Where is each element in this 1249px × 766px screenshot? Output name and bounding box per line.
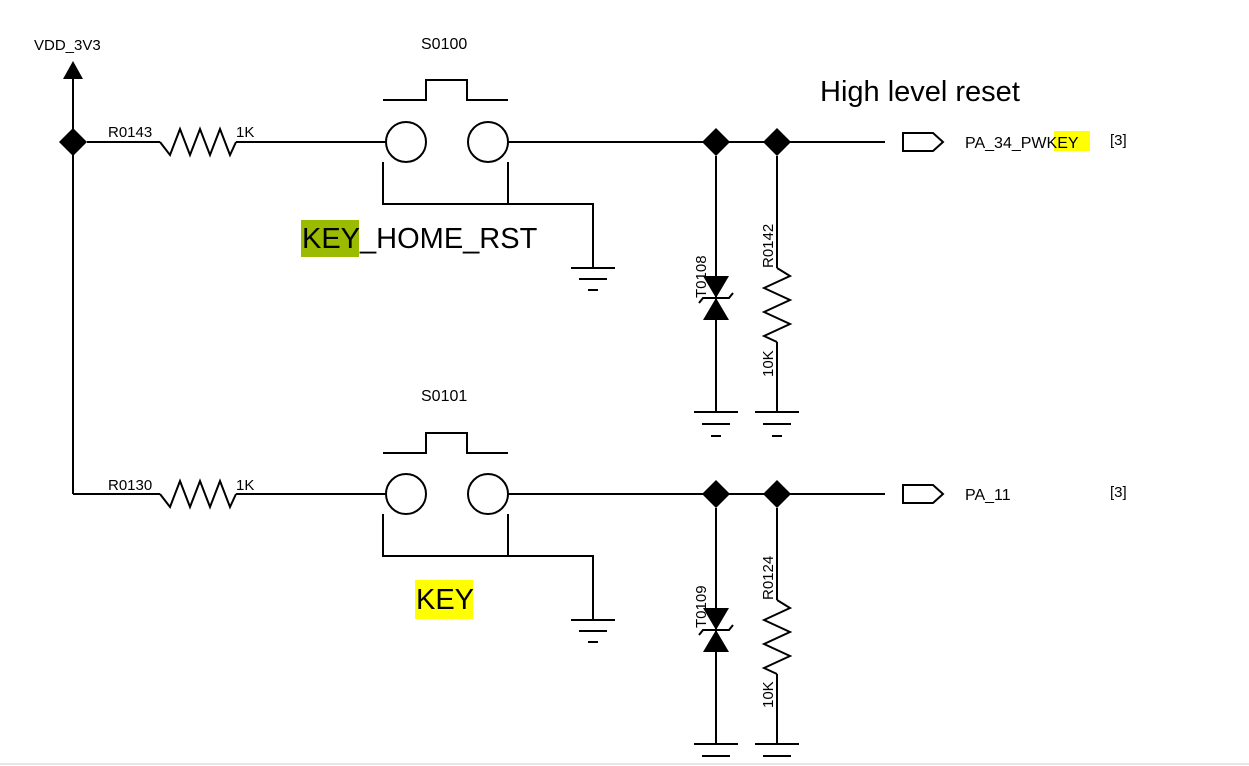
resistor-r0143-symbol xyxy=(159,126,237,158)
resistor-r0130-ref: R0130 xyxy=(108,477,152,494)
resistor-r0130-value: 1K xyxy=(236,477,254,494)
resistor-r0142-symbol xyxy=(761,156,793,412)
tvs-t0109-symbol xyxy=(698,508,734,744)
junction-dot xyxy=(763,480,791,508)
resistor-r0124-value: 10K xyxy=(760,681,777,708)
resistor-r0143-ref: R0143 xyxy=(108,124,152,141)
junction-dot xyxy=(59,128,87,156)
tvs-t0108-symbol xyxy=(698,156,734,412)
net-pa11-page-ref: [3] xyxy=(1110,484,1127,501)
highlight-mark xyxy=(301,220,359,257)
ground-symbol xyxy=(571,267,615,291)
ground-symbol xyxy=(755,743,799,757)
net-pa11-label: PA_11 xyxy=(965,487,1011,504)
junction-dot xyxy=(702,128,730,156)
highlight-mark xyxy=(415,580,473,619)
ground-symbol xyxy=(694,743,738,757)
vdd-label: VDD_3V3 xyxy=(34,37,101,54)
tvs-t0109-ref: T0109 xyxy=(693,585,710,628)
switch-s0101-symbol xyxy=(382,432,594,620)
vdd-power-symbol xyxy=(63,61,83,134)
ground-symbol xyxy=(755,411,799,437)
net-pa34-label: PA_34_PWKEY xyxy=(965,135,1079,152)
ground-symbol xyxy=(571,619,615,643)
junction-dot xyxy=(702,480,730,508)
switch-s0101-ref: S0101 xyxy=(421,388,467,405)
net-pa34-page-ref: [3] xyxy=(1110,132,1127,149)
switch-s0100-caption: KEY_HOME_RST xyxy=(302,223,538,255)
switch-s0100-ref: S0100 xyxy=(421,36,467,53)
tvs-t0108-ref: T0108 xyxy=(693,255,710,298)
ground-symbol xyxy=(694,411,738,437)
offpage-connector-pa34 xyxy=(902,132,945,152)
resistor-r0130-symbol xyxy=(159,478,237,510)
junction-dot xyxy=(763,128,791,156)
offpage-connector-pa11 xyxy=(902,484,945,504)
resistor-r0142-ref: R0142 xyxy=(760,224,777,268)
resistor-r0124-symbol xyxy=(761,508,793,744)
high-level-reset-note: High level reset xyxy=(820,76,1020,108)
resistor-r0142-value: 10K xyxy=(760,350,777,377)
switch-s0100-symbol xyxy=(382,79,594,268)
highlight-mark xyxy=(1054,131,1090,151)
resistor-r0124-ref: R0124 xyxy=(760,556,777,600)
switch-s0101-caption: KEY xyxy=(416,584,474,616)
resistor-r0143-value: 1K xyxy=(236,124,254,141)
